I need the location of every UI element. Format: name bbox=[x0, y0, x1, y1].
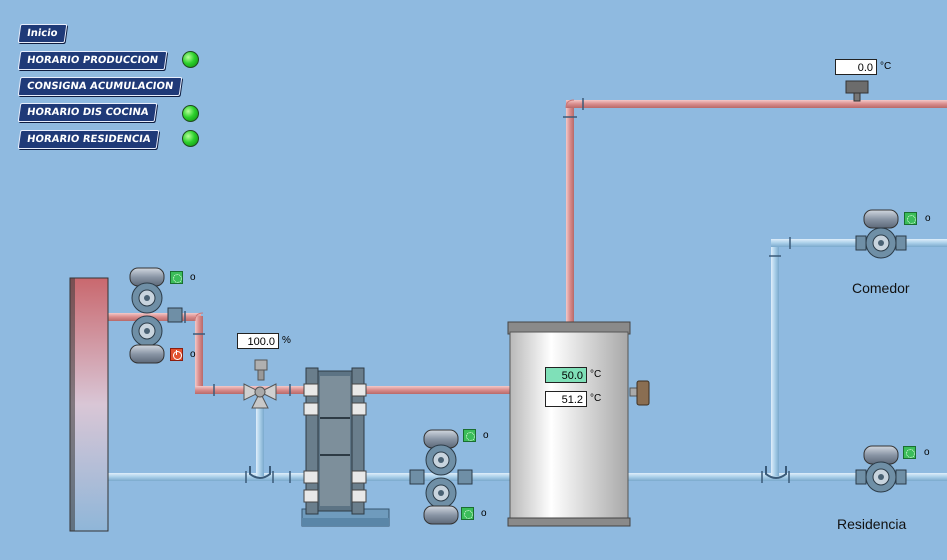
boiler bbox=[69, 277, 109, 532]
comedor-label: Comedor bbox=[852, 280, 910, 296]
plate-heat-exchanger bbox=[301, 367, 390, 527]
hot-pipe bbox=[566, 105, 574, 327]
cold-pipe bbox=[771, 244, 779, 476]
line-temperature-unit: °C bbox=[880, 61, 892, 72]
pump-state-text: o bbox=[190, 349, 196, 360]
horario-produccion-button[interactable]: HORARIO PRODUCCION bbox=[17, 51, 168, 70]
inicio-button[interactable]: Inicio bbox=[17, 24, 67, 43]
consigna-acumulacion-button[interactable]: CONSIGNA ACUMULACION bbox=[17, 77, 183, 96]
pump-run-icon[interactable] bbox=[463, 429, 476, 442]
tank-temperature-unit: °C bbox=[590, 393, 602, 404]
pump-run-icon[interactable] bbox=[461, 507, 474, 520]
tank-setpoint-unit: °C bbox=[590, 369, 602, 380]
tank-setpoint-value[interactable]: 50.0 bbox=[545, 367, 587, 383]
residencia-label: Residencia bbox=[837, 516, 907, 532]
hot-pipe bbox=[195, 316, 203, 390]
pump-state-text: o bbox=[925, 213, 931, 224]
horario-produccion-status-led bbox=[182, 51, 199, 68]
valve-opening-unit: % bbox=[282, 335, 291, 346]
line-temperature-value: 0.0 bbox=[835, 59, 877, 75]
pump-state-text: o bbox=[190, 272, 196, 283]
valve-opening-value: 100.0 bbox=[237, 333, 279, 349]
line-temperature-sensor bbox=[845, 80, 869, 102]
horario-dis-cocina-status-led bbox=[182, 105, 199, 122]
comedor-pump bbox=[855, 209, 907, 259]
pump-state-text: o bbox=[483, 430, 489, 441]
boiler-twin-pump bbox=[129, 267, 183, 364]
pump-state-text: o bbox=[481, 508, 487, 519]
pump-state-text: o bbox=[924, 447, 930, 458]
hot-pipe bbox=[566, 100, 947, 108]
horario-residencia-button[interactable]: HORARIO RESIDENCIA bbox=[17, 130, 160, 149]
cold-pipe bbox=[628, 473, 947, 481]
horario-residencia-status-led bbox=[182, 130, 199, 147]
exchanger-twin-pump bbox=[409, 429, 473, 525]
pump-run-icon[interactable] bbox=[904, 212, 917, 225]
horario-dis-cocina-button[interactable]: HORARIO DIS COCINA bbox=[17, 103, 158, 122]
pump-run-icon[interactable] bbox=[170, 271, 183, 284]
storage-tank bbox=[507, 321, 650, 527]
pump-run-icon[interactable] bbox=[903, 446, 916, 459]
pump-off-icon[interactable] bbox=[170, 348, 183, 361]
residencia-pump bbox=[855, 445, 907, 493]
tank-temperature-value: 51.2 bbox=[545, 391, 587, 407]
three-way-valve bbox=[243, 359, 277, 409]
cold-pipe bbox=[256, 398, 264, 476]
